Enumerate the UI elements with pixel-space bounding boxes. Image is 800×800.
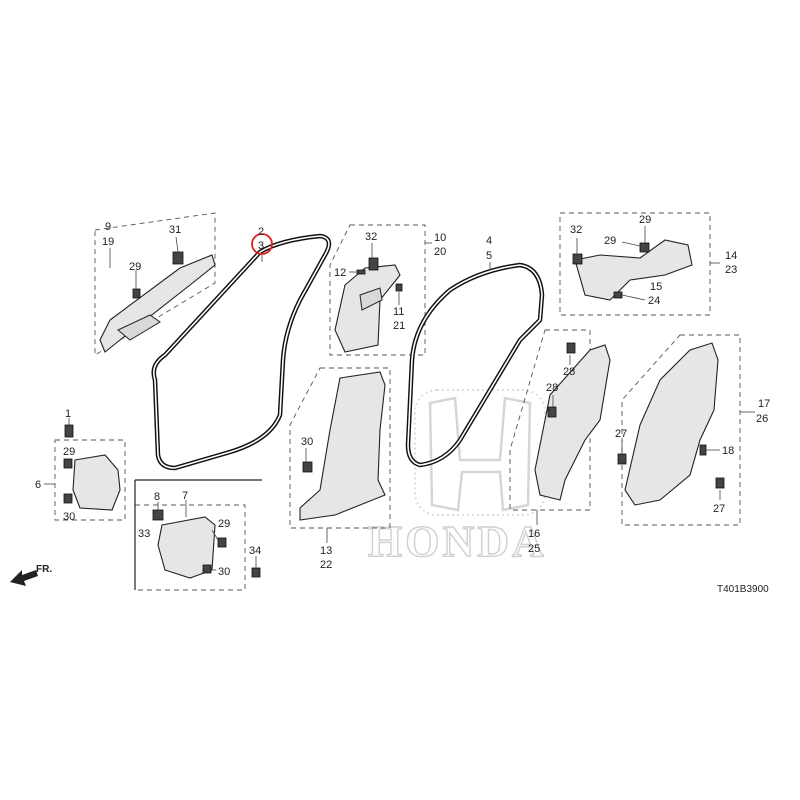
- clip-18-icon: [699, 444, 707, 456]
- clip-32-icon: [368, 257, 379, 271]
- clip-29d-icon: [217, 537, 227, 548]
- callout-33: 33: [138, 528, 150, 540]
- callout-28-b: 28: [546, 382, 558, 394]
- watermark-text: HONDA: [368, 517, 547, 566]
- direction-label: FR.: [36, 564, 52, 575]
- front-door-seal: [151, 233, 332, 471]
- honda-logo-watermark: HONDA: [367, 389, 547, 567]
- callout-11: 11: [393, 306, 404, 318]
- clip-27-icon: [617, 453, 627, 465]
- clip-29b-icon: [639, 242, 650, 253]
- callout-24: 24: [648, 295, 660, 307]
- clip-28-icon: [566, 342, 576, 354]
- group-boxes: [54, 212, 741, 591]
- callout-13: 13: [320, 545, 332, 557]
- callout-12: 12: [334, 267, 346, 279]
- callout-7: 7: [182, 490, 188, 502]
- callout-5: 5: [486, 250, 492, 262]
- front-pillar-garnish: [99, 251, 216, 353]
- callout-6: 6: [35, 479, 41, 491]
- center-pillar-upper-garnish: [334, 257, 403, 353]
- callout-21: 21: [393, 320, 405, 332]
- callout-28-a: 28: [563, 366, 575, 378]
- side-lining: [617, 342, 725, 506]
- clip-32b-icon: [572, 253, 583, 265]
- callout-14: 14: [725, 250, 737, 262]
- clip-8-icon: [152, 509, 164, 521]
- callout-10: 10: [434, 232, 446, 244]
- callout-25: 25: [528, 543, 540, 555]
- callout-27-a: 27: [615, 428, 627, 440]
- side-trim-panel: [63, 424, 121, 511]
- center-pillar-lower-garnish: [299, 371, 386, 521]
- callout-29-e: 29: [218, 518, 230, 530]
- clip-12-icon: [356, 269, 366, 275]
- clip-11-icon: [395, 283, 403, 292]
- rear-pillar-trim: [534, 342, 611, 501]
- clip-24-icon: [613, 291, 623, 299]
- callout-9: 9: [105, 221, 111, 233]
- callout-18: 18: [722, 445, 734, 457]
- clip-30b-icon: [63, 493, 73, 504]
- callout-29-b: 29: [639, 214, 651, 226]
- callout-23: 23: [725, 264, 737, 276]
- highlight-circle: [251, 233, 273, 255]
- diagram-code: T401B3900: [717, 584, 769, 595]
- callout-8: 8: [154, 491, 160, 503]
- callout-26: 26: [756, 413, 768, 425]
- callout-1: 1: [65, 408, 71, 420]
- callout-15: 15: [650, 281, 662, 293]
- clip-29c-icon: [63, 458, 73, 469]
- callout-labels: 9 19 31 29 2 3 32 12 11 21 10 20 4 5 32 …: [35, 214, 770, 578]
- callout-29-c: 29: [604, 235, 616, 247]
- callout-2: 2: [258, 226, 264, 238]
- clip-31-icon: [172, 251, 184, 265]
- callout-22: 22: [320, 559, 332, 571]
- nut-34-icon: [251, 567, 261, 578]
- callout-30-b: 30: [218, 566, 230, 578]
- callout-34: 34: [249, 545, 261, 557]
- callout-17: 17: [758, 398, 770, 410]
- callout-32-a: 32: [365, 231, 377, 243]
- arrow-left-icon: [10, 570, 38, 586]
- callout-20: 20: [434, 246, 446, 258]
- clip-30c-icon: [202, 564, 212, 574]
- callout-19: 19: [102, 236, 114, 248]
- callout-31: 31: [169, 224, 181, 236]
- clip-28b-icon: [547, 406, 557, 418]
- callout-30-a: 30: [63, 511, 75, 523]
- clip-29-icon: [132, 288, 141, 299]
- callout-30-c: 30: [301, 436, 313, 448]
- callout-27-b: 27: [713, 503, 725, 515]
- callout-16: 16: [528, 528, 540, 540]
- callout-32-b: 32: [570, 224, 582, 236]
- callout-29-d: 29: [63, 446, 75, 458]
- callout-29-a: 29: [129, 261, 141, 273]
- callout-4: 4: [486, 235, 492, 247]
- kick-panel: [152, 509, 261, 579]
- rear-pillar-upper-trim: [572, 239, 693, 301]
- leader-lines: [44, 226, 755, 571]
- callout-3: 3: [258, 240, 264, 252]
- clip-30-icon: [302, 461, 313, 473]
- front-direction-indicator: FR.: [10, 564, 52, 586]
- bolt-1-icon: [64, 424, 74, 438]
- rear-door-seal: [405, 262, 545, 468]
- clip-27b-icon: [715, 477, 725, 489]
